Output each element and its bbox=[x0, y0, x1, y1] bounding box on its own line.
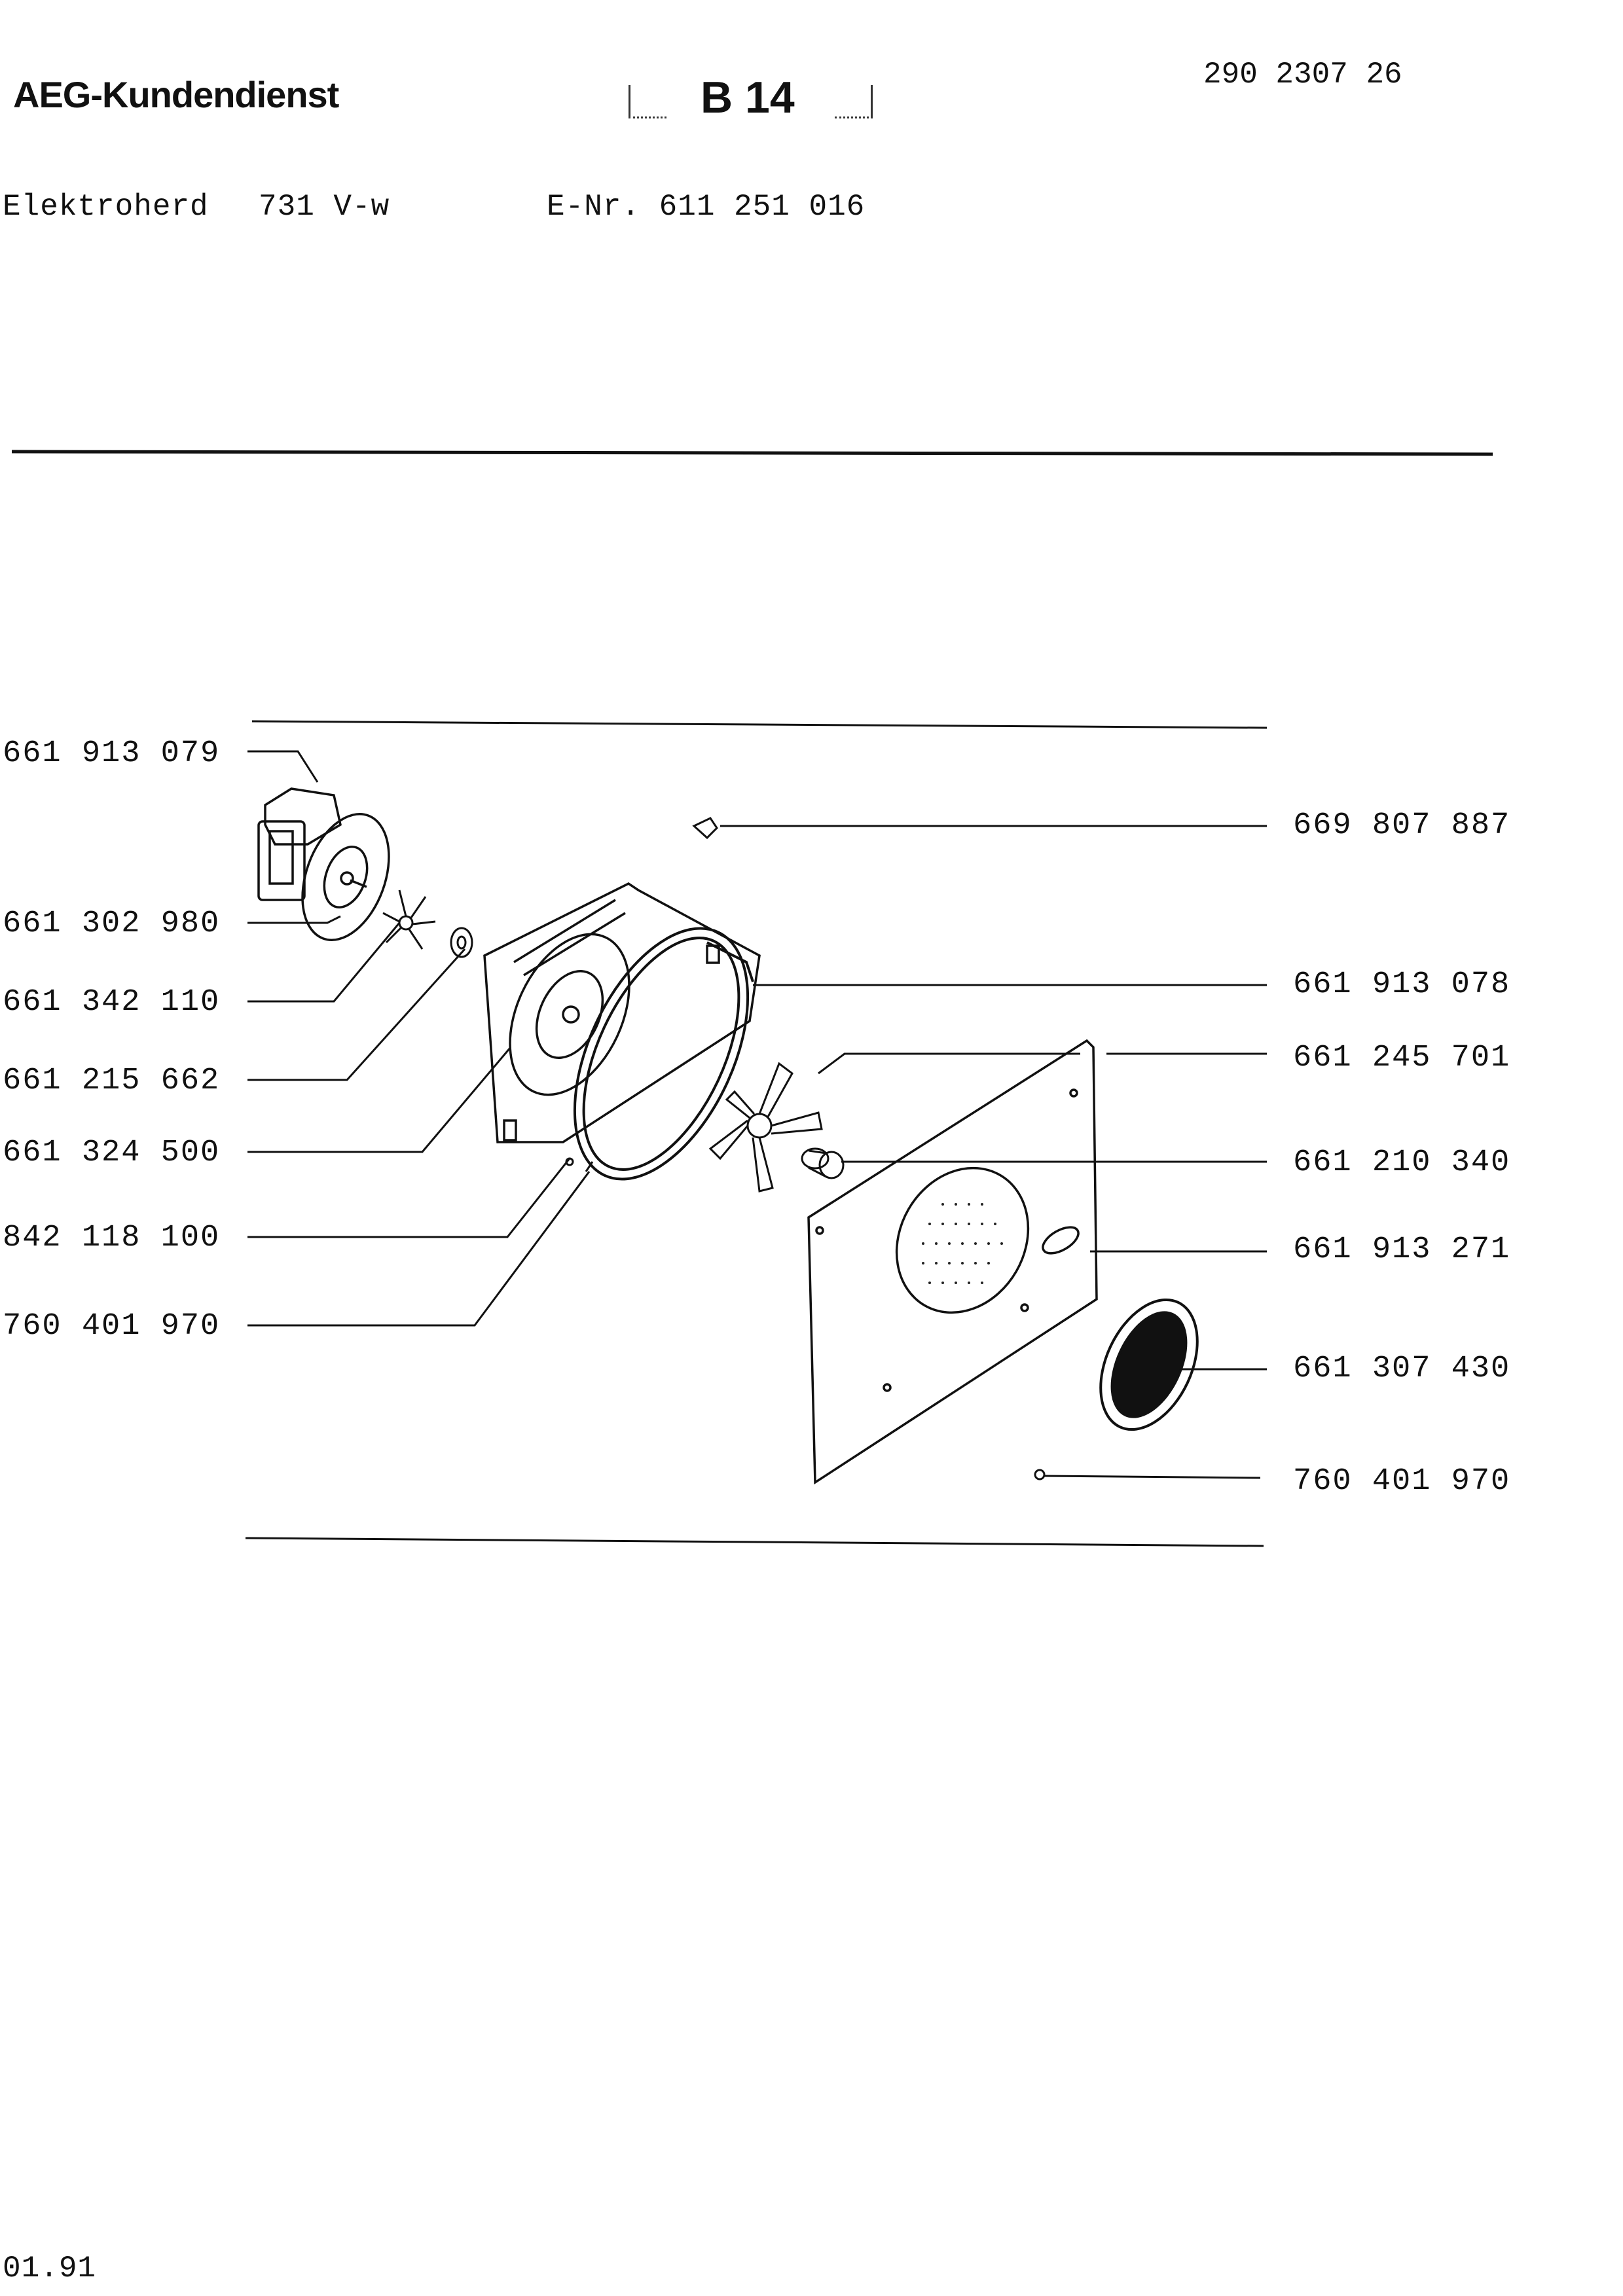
fan-cover-drawing bbox=[807, 1039, 1098, 1485]
part-number-left-1: 661 913 079 bbox=[3, 736, 221, 771]
brand-title: AEG-Kundendienst bbox=[13, 74, 339, 115]
part-number-left-3: 661 342 110 bbox=[3, 985, 221, 1020]
part-number-right-3: 661 245 701 bbox=[1293, 1041, 1511, 1075]
part-number-right-1: 669 807 887 bbox=[1293, 808, 1511, 843]
fan-motor-drawing bbox=[257, 787, 390, 941]
bush-drawing bbox=[450, 927, 473, 958]
fan-wheel-drawing bbox=[708, 1062, 823, 1193]
part-number-left-4: 661 215 662 bbox=[3, 1064, 221, 1098]
part-number-right-4: 661 210 340 bbox=[1293, 1145, 1511, 1180]
right-leader-lines bbox=[720, 825, 1267, 1479]
part-number-left-7: 760 401 970 bbox=[3, 1309, 221, 1344]
ring-heater-drawing bbox=[573, 927, 754, 1181]
lamp-cover-drawing bbox=[1099, 1298, 1199, 1431]
cover-grille-dots bbox=[922, 1203, 1003, 1284]
part-number-left-2: 661 302 980 bbox=[3, 906, 221, 941]
sheet-bracket-left bbox=[629, 85, 666, 118]
header-rule bbox=[11, 450, 1493, 456]
frame-bottom-line bbox=[245, 1537, 1264, 1547]
model-name: 731 V-w bbox=[259, 190, 390, 224]
left-leader-lines bbox=[247, 750, 591, 1327]
footer-date: 01.91 bbox=[3, 2251, 97, 2286]
part-number-left-6: 842 118 100 bbox=[3, 1221, 221, 1255]
part-number-right-6: 661 307 430 bbox=[1293, 1352, 1511, 1386]
part-number-right-2: 661 913 078 bbox=[1293, 967, 1511, 1002]
rear-plate-drawing bbox=[483, 882, 761, 1143]
document-number: 290 2307 26 bbox=[1203, 58, 1402, 92]
e-number: E-Nr. 611 251 016 bbox=[547, 190, 866, 224]
part-number-right-7: 760 401 970 bbox=[1293, 1464, 1511, 1499]
part-number-left-5: 661 324 500 bbox=[3, 1136, 221, 1170]
sheet-id: B 14 bbox=[701, 73, 795, 122]
product-name: Elektroherd bbox=[3, 190, 209, 224]
nut-drawing bbox=[801, 1147, 845, 1179]
small-screws-drawing bbox=[565, 817, 1046, 1480]
cooling-fan-drawing bbox=[382, 889, 436, 950]
sheet-bracket-right bbox=[835, 85, 873, 118]
part-number-right-5: 661 913 271 bbox=[1293, 1232, 1511, 1267]
frame-top-line bbox=[251, 720, 1267, 729]
